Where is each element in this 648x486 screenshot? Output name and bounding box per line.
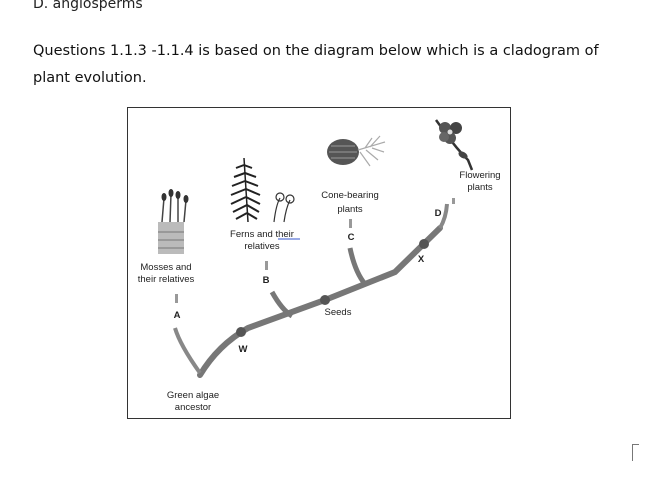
cone-branch — [347, 247, 367, 286]
node-seeds-dot — [320, 295, 330, 305]
svg-text:ancestor: ancestor — [175, 402, 211, 413]
flower-icon — [434, 119, 474, 171]
marker-c-tick — [349, 219, 352, 228]
marker-w-label: W — [239, 344, 248, 355]
label-mosses: Mosses and their relatives — [138, 262, 195, 285]
marker-d-tick — [452, 198, 455, 204]
corner-bracket — [632, 444, 639, 461]
main-trunk — [197, 225, 443, 378]
fern-branch — [269, 290, 294, 319]
marker-b-label: B — [263, 275, 270, 286]
marker-c-label: C — [348, 232, 355, 243]
label-cone-bearing: Cone-bearing plants — [321, 190, 379, 215]
svg-text:Mosses and: Mosses and — [140, 262, 191, 273]
label-ferns: Ferns and their relatives — [230, 229, 294, 252]
svg-text:Cone-bearing: Cone-bearing — [321, 190, 379, 201]
svg-text:plants: plants — [337, 204, 363, 215]
svg-text:Flowering: Flowering — [459, 170, 500, 181]
svg-text:their relatives: their relatives — [138, 274, 195, 285]
previous-answer-option: D. angiosperms — [33, 0, 143, 12]
svg-text:Ferns and their: Ferns and their — [230, 229, 294, 240]
pine-cone-icon — [327, 135, 386, 167]
node-w-dot — [236, 327, 246, 337]
marker-a-label: A — [174, 310, 181, 321]
marker-b-tick — [265, 261, 268, 270]
svg-text:plants: plants — [467, 182, 493, 193]
svg-text:Green algae: Green algae — [167, 390, 219, 401]
marker-d-label: D — [435, 208, 442, 219]
cladogram-frame — [127, 107, 511, 419]
flowering-branch — [438, 203, 449, 230]
label-seeds: Seeds — [325, 307, 352, 318]
marker-a-tick — [175, 294, 178, 303]
label-green-algae: Green algae ancestor — [167, 390, 219, 413]
svg-text:relatives: relatives — [244, 241, 280, 252]
node-x-dot — [419, 239, 429, 249]
label-flowering: Flowering plants — [459, 170, 500, 193]
question-text: Questions 1.1.3 -1.1.4 is based on the d… — [33, 43, 599, 86]
marker-x-label: X — [418, 254, 425, 265]
moss-branch — [173, 327, 202, 375]
fern-icon — [230, 157, 295, 223]
moss-icon — [158, 189, 189, 254]
